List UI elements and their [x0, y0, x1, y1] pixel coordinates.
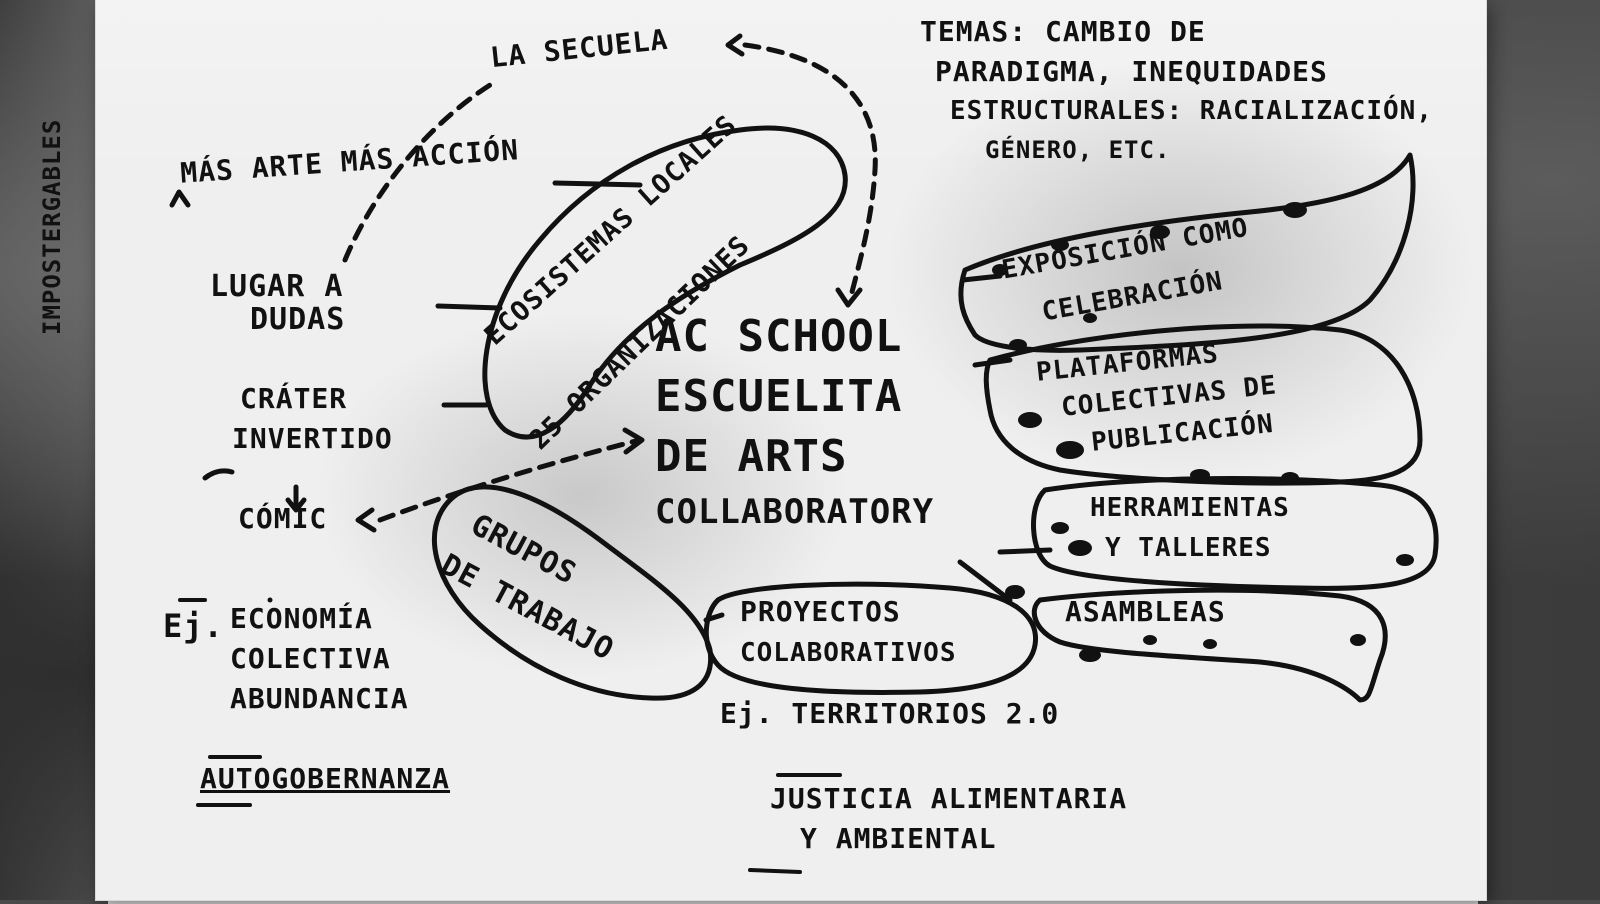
arrowhead-secuela	[725, 33, 745, 57]
invertido-label: INVERTIDO	[232, 422, 393, 455]
autogobernanza-label: AUTOGOBERNANZA	[200, 762, 451, 795]
center-line4: COLLABORATORY	[655, 492, 935, 532]
justicia-line2: Y AMBIENTAL	[800, 822, 997, 855]
exposicion-blob-outline	[958, 152, 1416, 353]
herramientas-line2: Y TALLERES	[1105, 533, 1272, 563]
proyectos-line1: PROYECTOS	[740, 595, 901, 628]
arrowhead-impostergables-up	[169, 189, 191, 208]
justicia-line1: JUSTICIA ALIMENTARIA	[770, 782, 1128, 815]
dudas-label: DUDAS	[250, 302, 346, 337]
center-line3: DE ARTS	[655, 431, 848, 482]
herramientas-blob-outline	[1031, 476, 1439, 591]
ej-economia-line1: ECONOMÍA	[230, 602, 373, 635]
temas-line1: TEMAS: CAMBIO DE	[920, 15, 1206, 48]
ej-economia-line3: ABUNDANCIA	[230, 682, 409, 715]
grupos-blob-outline	[432, 484, 714, 701]
dotted-arrow-secuela-to-center	[742, 42, 878, 303]
proyectos-blob-outline	[703, 581, 1039, 695]
asambleas-blob-outline	[1031, 587, 1388, 703]
ecosistemas-blob-outline	[482, 125, 848, 440]
connector-plataformas	[972, 357, 1013, 368]
connector-lugar	[435, 303, 503, 311]
temas-line2: PARADIGMA, INEQUIDADES	[935, 55, 1328, 88]
arrowhead-comic-left	[355, 507, 377, 533]
center-line2: ESCUELITA	[655, 371, 903, 422]
crater-label: CRÁTER	[240, 382, 348, 415]
ej-territorios-label: Ej. TERRITORIOS 2.0	[720, 697, 1060, 730]
dotted-arrow-comic-to-center	[377, 437, 643, 523]
impostergables-label: IMPOSTERGABLES	[38, 118, 66, 335]
ej-economia-prefix: Ej.	[163, 607, 224, 645]
arrow-impostergables-curve	[202, 468, 235, 481]
sketch-paper	[96, 0, 1486, 900]
connector-grupos-proyectos	[703, 612, 725, 623]
ink-dots	[992, 202, 1414, 662]
ej-economia-line2: COLECTIVA	[230, 642, 391, 675]
center-line1: AC SCHOOL	[655, 311, 903, 362]
arrowhead-center-right	[622, 427, 645, 455]
arrow-crater-to-comic	[285, 484, 307, 513]
arrowhead-center-down	[835, 287, 863, 308]
lugar-a-label: LUGAR A	[210, 269, 344, 304]
connector-asambleas	[957, 559, 1013, 603]
connector-mas-arte	[552, 180, 643, 188]
underline-justicia-bottom	[748, 868, 802, 874]
herramientas-line1: HERRAMIENTAS	[1090, 493, 1290, 523]
dotted-arrow-lugar-to-secuela	[342, 82, 493, 263]
temas-line4: GÉNERO, ETC.	[985, 136, 1171, 164]
proyectos-line2: COLABORATIVOS	[740, 638, 957, 668]
comic-label: CÓMIC	[238, 502, 328, 535]
temas-line3: ESTRUCTURALES: RACIALIZACIÓN,	[950, 96, 1433, 126]
asambleas-label: ASAMBLEAS	[1065, 595, 1226, 628]
plataformas-blob-outline	[983, 323, 1423, 486]
connector-herramientas	[997, 547, 1053, 555]
connector-exposicion	[960, 273, 1003, 283]
